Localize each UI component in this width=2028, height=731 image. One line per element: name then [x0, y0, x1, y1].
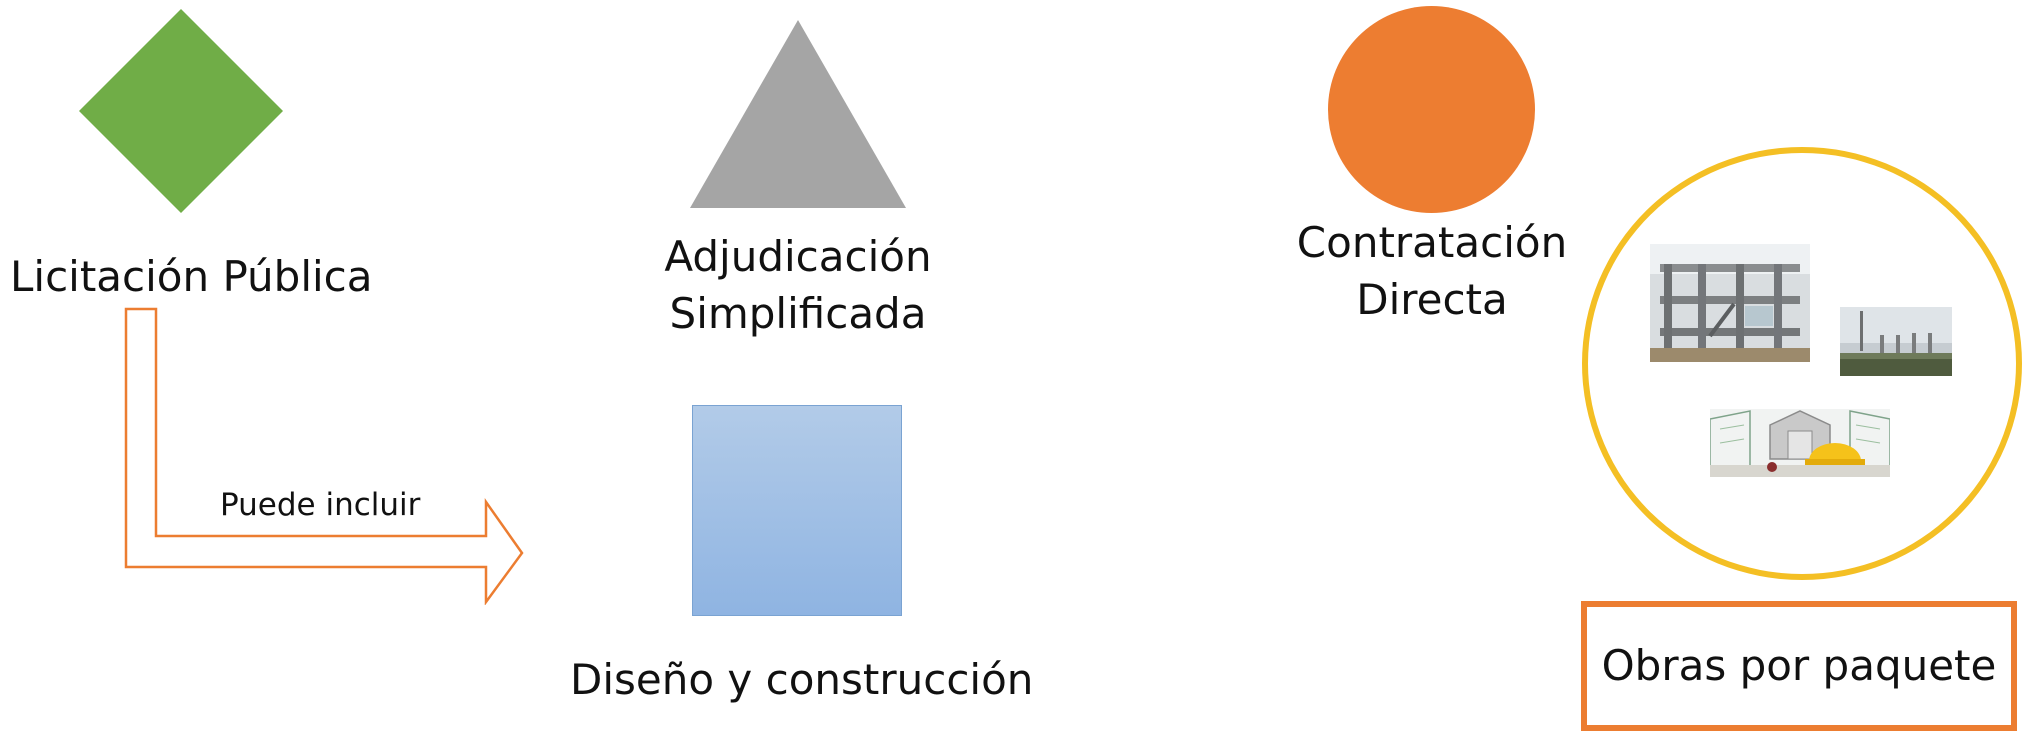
licitacion-diamond-shape — [79, 9, 283, 213]
licitacion-label: Licitación Pública — [10, 252, 373, 301]
architecture-plan-photo — [1710, 409, 1890, 477]
adjudicacion-label-line-1: Adjudicación — [664, 232, 932, 281]
diseno-square-shape — [692, 405, 902, 616]
building-construction-photo — [1650, 244, 1810, 362]
adjudicacion-label-line-2: Simplificada — [669, 289, 927, 338]
obras-ring-shape — [1582, 147, 2022, 580]
contratacion-label-line-1: Contratación — [1296, 218, 1568, 267]
construction-site-photo — [1840, 307, 1952, 376]
contratacion-label: Contratación Directa — [1296, 214, 1568, 328]
puede-incluir-label: Puede incluir — [220, 487, 421, 523]
puede-incluir-arrow — [124, 307, 524, 605]
diseno-label: Diseño y construcción — [570, 655, 1034, 704]
obras-label: Obras por paquete — [1601, 641, 1997, 690]
adjudicacion-label: Adjudicación Simplificada — [660, 228, 936, 342]
adjudicacion-triangle-shape — [690, 20, 906, 208]
contratacion-circle-shape — [1328, 6, 1535, 213]
obras-por-paquete-box: Obras por paquete — [1581, 601, 2017, 731]
contratacion-label-line-2: Directa — [1356, 275, 1508, 324]
